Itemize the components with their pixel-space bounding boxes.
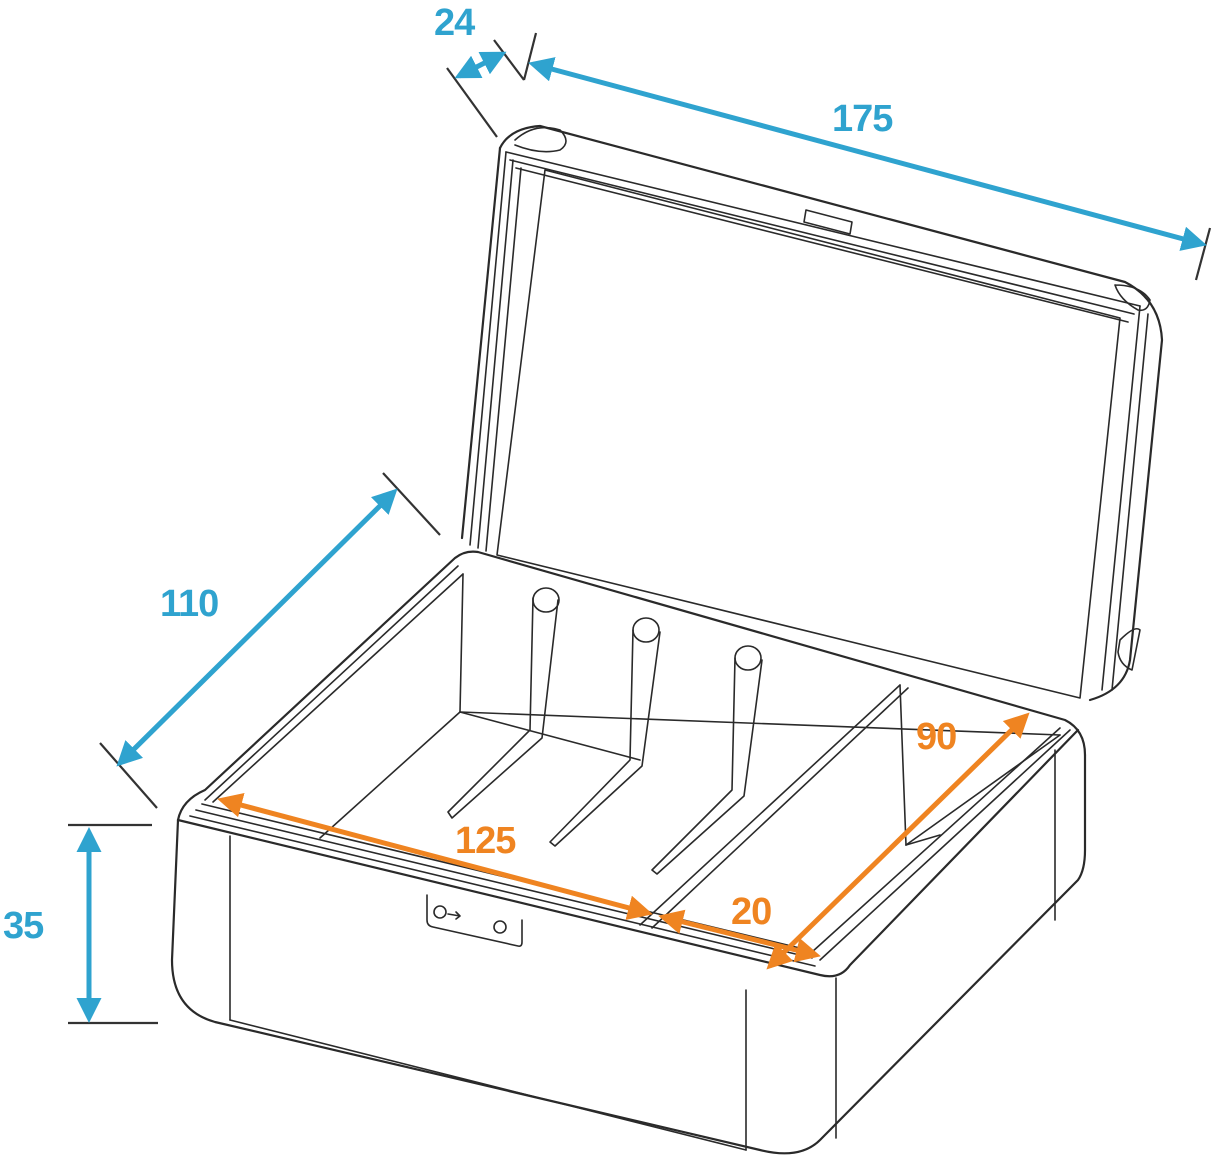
- dim-125-arrow: [217, 793, 653, 920]
- dim-24-arrow: [454, 51, 507, 79]
- outer-dimension-arrows: [76, 51, 1207, 1023]
- dim-90-arrow: [766, 712, 1030, 970]
- extension-lines: [68, 32, 1212, 1025]
- dim-width-label: 175: [832, 98, 893, 140]
- box-base: [170, 550, 1087, 1155]
- dim-main-compartment-label: 125: [455, 820, 516, 862]
- dim-side-width-label: 20: [731, 891, 772, 933]
- inner-dimension-arrows: [217, 712, 1030, 970]
- dim-depth-label: 110: [160, 583, 219, 625]
- dim-lid-depth-label: 24: [434, 2, 475, 44]
- dim-110-arrow: [116, 488, 398, 767]
- dim-side-depth-label: 90: [916, 716, 957, 758]
- lid: [460, 124, 1164, 702]
- dim-175-arrow: [528, 57, 1207, 251]
- dim-height-label: 35: [3, 905, 44, 947]
- lock-plate: [426, 894, 523, 947]
